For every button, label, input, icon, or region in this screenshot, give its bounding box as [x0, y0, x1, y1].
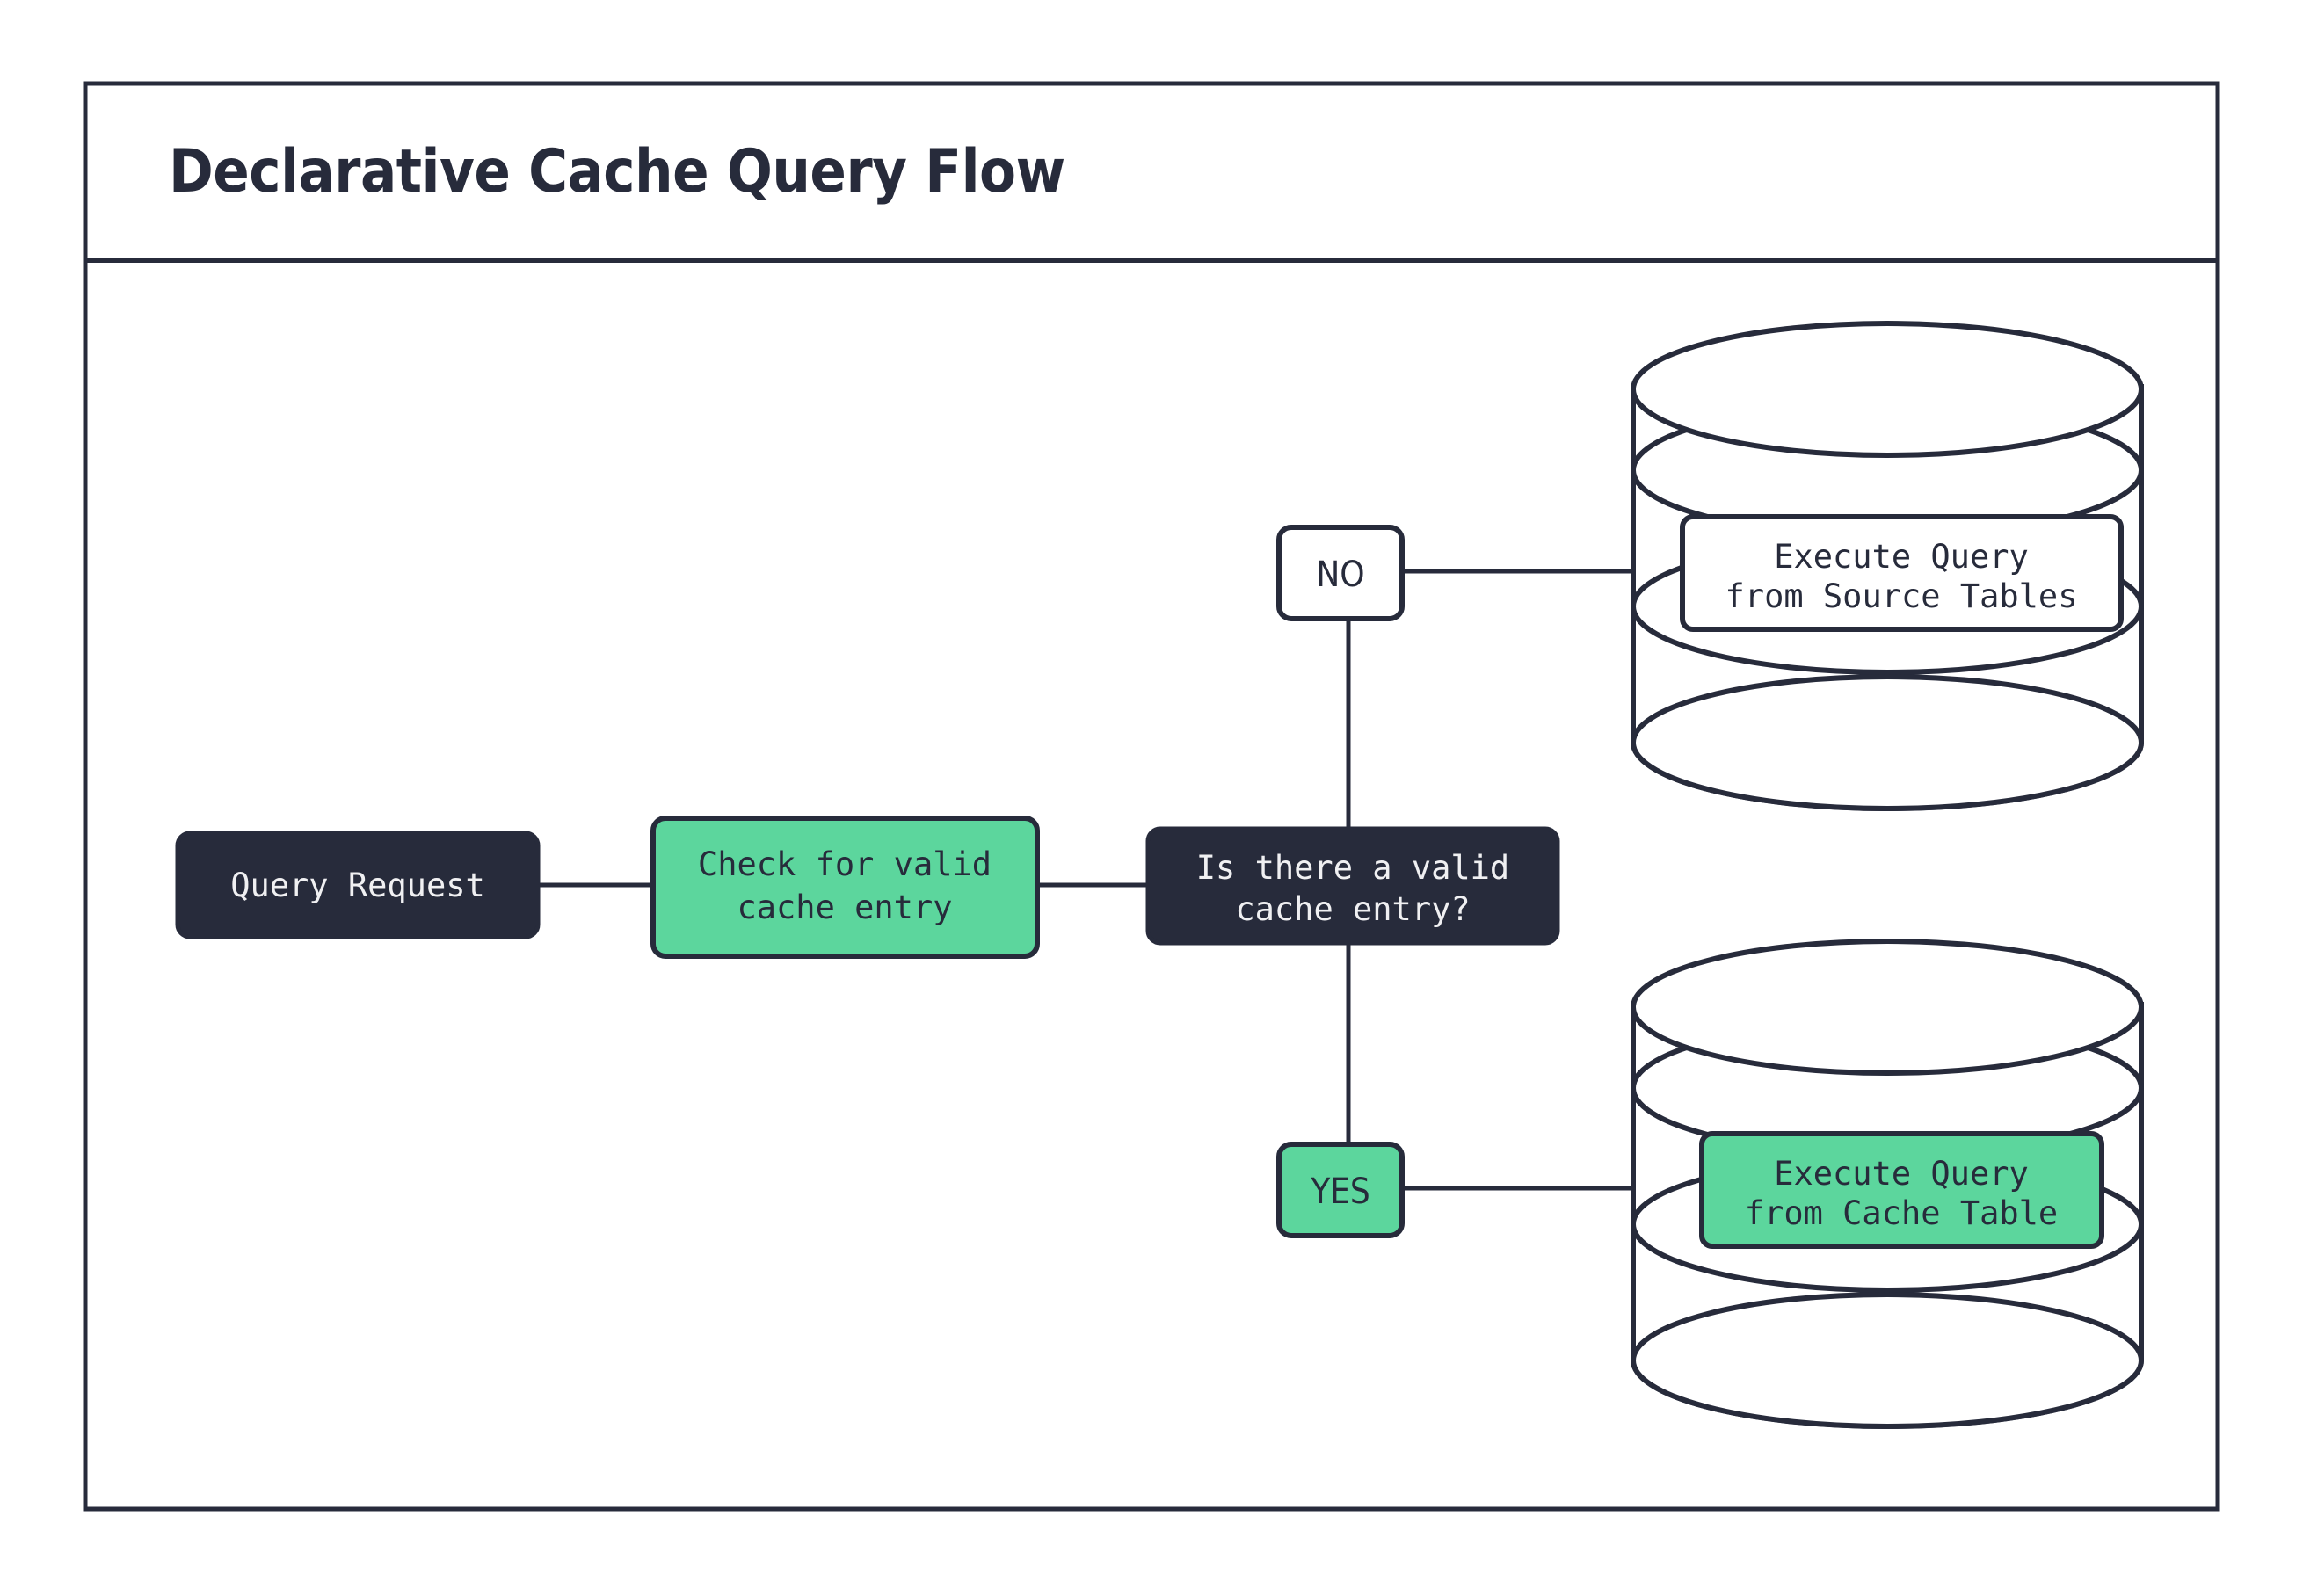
execute-query-cache-line1: Execute Query: [1774, 1155, 2029, 1193]
execute-query-source-box[interactable]: [1680, 514, 2124, 632]
execute-query-source-line2: from Source Tables: [1725, 577, 2078, 615]
branch-label-no[interactable]: NO: [1276, 525, 1405, 621]
check-cache-entry-box[interactable]: [650, 816, 1040, 959]
decision-label-line2: cache entry?: [1235, 890, 1470, 928]
node-decision-valid-cache[interactable]: Is there a valid cache entry?: [1145, 826, 1560, 946]
decision-label-line1: Is there a valid: [1196, 849, 1509, 887]
yes-branch-box[interactable]: [1276, 1142, 1405, 1238]
query-request-label: Query Request: [230, 867, 485, 904]
source-db-platter-bottom: [1631, 674, 2144, 811]
execute-query-source-line1: Execute Query: [1774, 538, 2029, 576]
node-query-request[interactable]: Query Request: [175, 831, 541, 939]
source-db-top-disc: [1631, 321, 2144, 458]
no-branch-label: NO: [1316, 555, 1364, 595]
node-execute-query-cache[interactable]: Execute Query from Cache Table: [1699, 1131, 2104, 1249]
diagram-frame: [83, 81, 2220, 1512]
node-execute-query-source[interactable]: Execute Query from Source Tables: [1680, 514, 2124, 632]
page-title: Declarative Cache Query Flow: [169, 137, 1065, 207]
cache-db-top-disc: [1631, 939, 2144, 1076]
query-request-box[interactable]: [175, 831, 541, 939]
node-check-cache-entry[interactable]: Check for valid cache entry: [650, 816, 1040, 959]
check-cache-entry-label-line1: Check for valid: [698, 845, 992, 883]
cache-db-platter-bottom: [1631, 1292, 2144, 1429]
no-branch-box[interactable]: [1276, 525, 1405, 621]
yes-branch-label: YES: [1310, 1172, 1370, 1212]
decision-box[interactable]: [1145, 826, 1560, 946]
branch-label-yes[interactable]: YES: [1276, 1142, 1405, 1238]
execute-query-cache-box[interactable]: [1699, 1131, 2104, 1249]
execute-query-cache-line2: from Cache Table: [1745, 1194, 2058, 1232]
check-cache-entry-label-line2: cache entry: [737, 889, 952, 926]
